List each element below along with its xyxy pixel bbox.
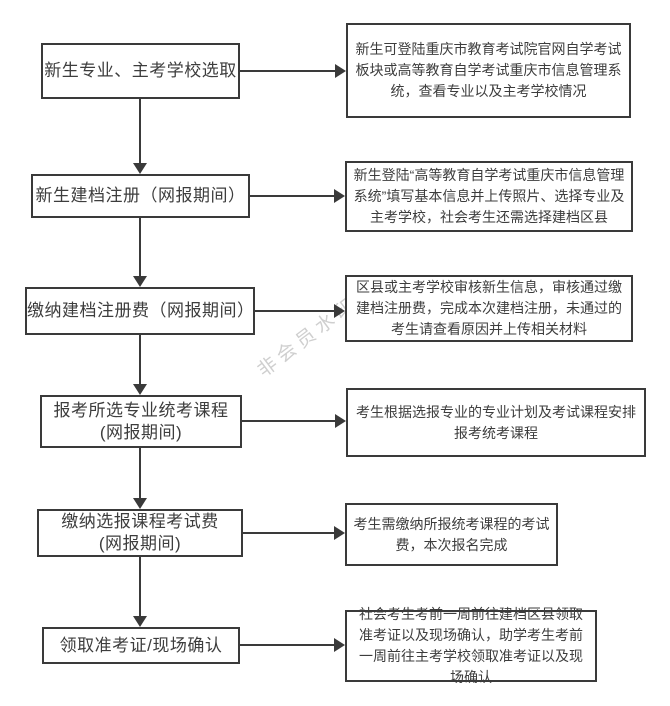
connector-line-down-3 xyxy=(139,335,141,385)
arrow-down-icon-2 xyxy=(133,276,147,287)
arrow-down-icon-4 xyxy=(133,498,147,509)
connector-line-right-5 xyxy=(243,532,336,534)
connector-line-right-1 xyxy=(240,70,336,72)
arrow-right-icon-2 xyxy=(334,189,345,203)
arrow-right-icon-5 xyxy=(334,526,345,540)
detail-box-select-major: 新生可登陆重庆市教育考试院官网自学考试板块或高等教育自学考试重庆市信息管理系统，… xyxy=(346,23,631,118)
arrow-right-icon-6 xyxy=(334,638,345,652)
connector-line-right-2 xyxy=(250,195,335,197)
detail-box-enroll-courses: 考生根据选报专业的专业计划及考试课程安排报考统考课程 xyxy=(346,388,646,457)
connector-line-right-6 xyxy=(240,644,335,646)
arrow-right-icon-3 xyxy=(334,304,345,318)
connector-line-right-3 xyxy=(255,310,335,312)
arrow-down-icon-1 xyxy=(133,163,147,174)
detail-box-new-student-register: 新生登陆“高等教育自学考试重庆市信息管理系统”填写基本信息并上传照片、选择专业及… xyxy=(345,161,633,232)
step-box-pay-register-fee: 缴纳建档注册费（网报期间） xyxy=(25,287,255,335)
step-box-select-major: 新生专业、主考学校选取 xyxy=(41,43,240,99)
connector-line-right-4 xyxy=(242,420,336,422)
connector-line-down-5 xyxy=(139,557,141,617)
connector-line-down-2 xyxy=(139,218,141,277)
step-box-pay-exam-fee: 缴纳选报课程考试费 (网报期间) xyxy=(37,509,243,557)
arrow-right-icon-1 xyxy=(335,64,346,78)
arrow-down-icon-5 xyxy=(133,616,147,627)
detail-box-get-admission-ticket: 社会考生考前一周前往建档区县领取准考证以及现场确认，助学考生考前一周前往主考学校… xyxy=(345,606,597,685)
step-box-new-student-register: 新生建档注册（网报期间） xyxy=(31,174,250,218)
arrow-right-icon-4 xyxy=(335,414,346,428)
connector-line-down-4 xyxy=(139,448,141,499)
detail-box-pay-register-fee: 区县或主考学校审核新生信息，审核通过缴建档注册费，完成本次建档注册，未通过的考生… xyxy=(345,275,633,342)
detail-box-pay-exam-fee: 考生需缴纳所报统考课程的考试费，本次报名完成 xyxy=(345,503,558,566)
step-box-enroll-courses: 报考所选专业统考课程 (网报期间) xyxy=(40,395,242,448)
connector-line-down-1 xyxy=(139,99,141,164)
arrow-down-icon-3 xyxy=(133,384,147,395)
step-box-get-admission-ticket: 领取准考证/现场确认 xyxy=(42,627,240,664)
